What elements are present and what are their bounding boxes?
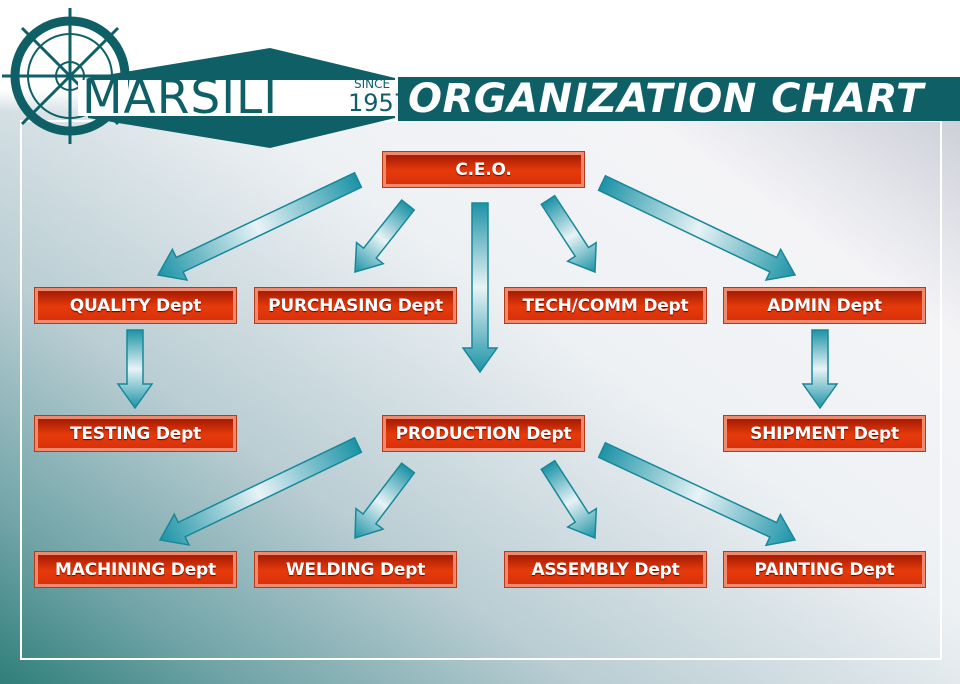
arrow-ceo-to-techcomm [540,194,597,274]
arrow-ceo-to-admin [597,174,797,282]
node-ceo[interactable]: C.E.O. [382,151,585,188]
arrow-admin-to-shipment [801,329,839,410]
arrow-ceo-to-quality [156,171,363,282]
arrow-production-to-painting [597,441,797,547]
node-purchasing[interactable]: PURCHASING Dept [254,287,457,324]
node-shipment[interactable]: SHIPMENT Dept [723,415,926,452]
arrow-ceo-to-production [461,202,499,374]
arrow-production-to-assembly [540,459,598,540]
node-techcomm[interactable]: TECH/COMM Dept [504,287,707,324]
arrow-ceo-to-purchasing [354,198,416,274]
node-quality[interactable]: QUALITY Dept [34,287,237,324]
node-welding[interactable]: WELDING Dept [254,551,457,588]
ship-wheel-logo-icon [2,8,395,148]
node-testing[interactable]: TESTING Dept [34,415,237,452]
page-title: ORGANIZATION CHART [398,77,960,121]
brand-since: SINCE [353,77,391,91]
brand-name: MARSILI [82,70,279,125]
node-assembly[interactable]: ASSEMBLY Dept [504,551,707,588]
chart-frame [20,120,942,660]
arrow-production-to-welding [354,462,416,540]
node-machining[interactable]: MACHINING Dept [34,551,237,588]
arrow-quality-to-testing [116,329,154,410]
arrow-production-to-machining [158,436,363,546]
node-admin[interactable]: ADMIN Dept [723,287,926,324]
node-painting[interactable]: PAINTING Dept [723,551,926,588]
node-production[interactable]: PRODUCTION Dept [382,415,585,452]
